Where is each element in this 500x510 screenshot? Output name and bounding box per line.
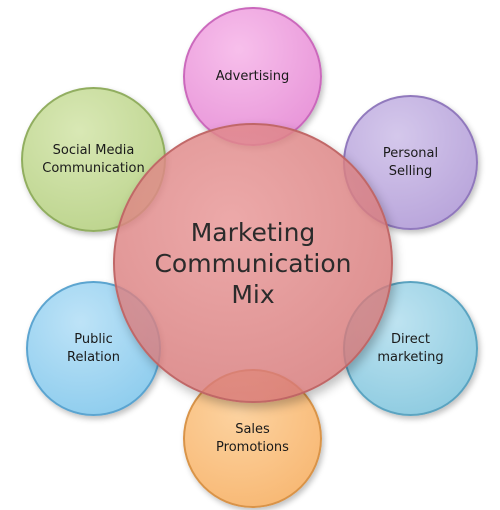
sales-promotions-label: Sales Promotions	[216, 421, 289, 455]
personal-selling-label: Personal Selling	[382, 145, 439, 179]
center-label: Marketing Communication Mix	[154, 217, 352, 309]
center-circle: Marketing Communication Mix	[113, 123, 393, 403]
direct-marketing-label: Direct marketing	[377, 331, 444, 365]
public-relation-label: Public Relation	[67, 331, 120, 365]
advertising-circle: Advertising	[183, 7, 322, 146]
social-media-label: Social Media Communication	[42, 142, 145, 176]
advertising-label: Advertising	[215, 68, 290, 84]
